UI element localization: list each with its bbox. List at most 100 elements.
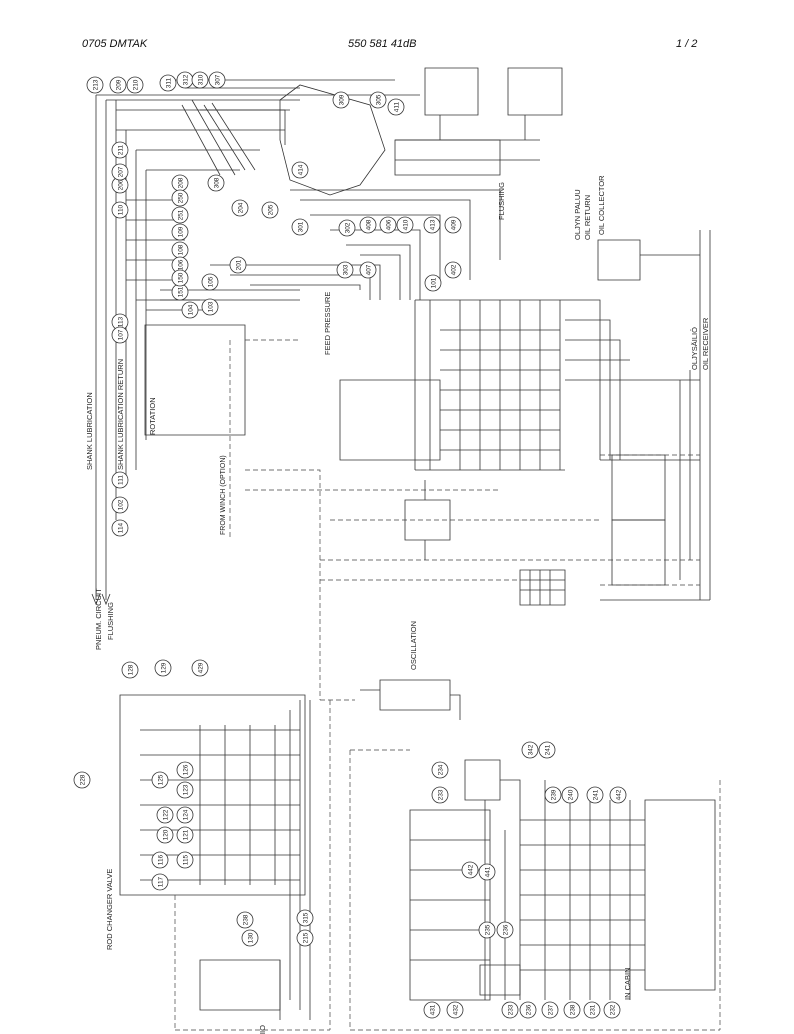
bubble-number: 342 bbox=[527, 744, 534, 755]
bubble-circle bbox=[359, 216, 377, 234]
bubble-circle bbox=[181, 301, 199, 319]
label-rod-changer-valve: ROD CHANGER VALVE bbox=[105, 869, 114, 950]
bubble-number: 232 bbox=[609, 1004, 616, 1015]
bubble-circle bbox=[171, 189, 189, 207]
bubble-circle bbox=[296, 929, 314, 947]
bubble-circle bbox=[336, 261, 354, 279]
bubble-circle bbox=[296, 909, 314, 927]
reference-bubble: 228 bbox=[73, 771, 91, 789]
bubble-number: 307 bbox=[214, 74, 221, 85]
bubble-number: 117 bbox=[157, 876, 164, 887]
reference-bubble: 208 bbox=[171, 174, 189, 192]
bubble-circle bbox=[156, 806, 174, 824]
bubble-number: 104 bbox=[187, 304, 194, 315]
bubble-circle bbox=[126, 76, 144, 94]
bubble-circle bbox=[111, 519, 129, 537]
bubble-number: 109 bbox=[177, 226, 184, 237]
bubble-number: 410 bbox=[402, 219, 409, 230]
bubble-circle bbox=[291, 161, 309, 179]
bubble-number: 150 bbox=[177, 272, 184, 283]
bubble-number: 102 bbox=[117, 499, 124, 510]
bubble-number: 128 bbox=[127, 664, 134, 675]
bubble-circle bbox=[86, 76, 104, 94]
reference-bubble: 238 bbox=[236, 911, 254, 929]
bubble-number: 111 bbox=[117, 475, 124, 485]
header-page-number: 1 / 2 bbox=[676, 38, 698, 50]
label-oscillation: OSCILLATION bbox=[409, 621, 418, 670]
bubble-number: 238 bbox=[242, 914, 249, 925]
bubble-number: 241 bbox=[544, 744, 551, 755]
label-flushing-left: FLUSHING bbox=[106, 602, 115, 640]
bubble-number: 234 bbox=[437, 764, 444, 775]
reference-bubble: 232 bbox=[603, 1001, 621, 1019]
bubble-circle bbox=[444, 261, 462, 279]
bubble-number: 113 bbox=[117, 316, 124, 327]
reference-bubble: 102 bbox=[111, 496, 129, 514]
bubble-number: 411 bbox=[393, 101, 400, 112]
bubble-number: 101 bbox=[430, 277, 437, 288]
reference-bubble: 409 bbox=[444, 216, 462, 234]
reference-bubble: 241 bbox=[586, 786, 604, 804]
bubble-circle bbox=[159, 74, 177, 92]
reference-bubble: 303 bbox=[336, 261, 354, 279]
bubble-number: 122 bbox=[162, 809, 169, 820]
label-flushing-top: FLUSHING bbox=[497, 182, 506, 220]
bubble-number: 215 bbox=[302, 932, 309, 943]
reference-bubble: 307 bbox=[208, 71, 226, 89]
bubble-number: 409 bbox=[450, 219, 457, 230]
bubble-number: 235 bbox=[484, 924, 491, 935]
header-drawing-number: 550 581 41dB bbox=[348, 38, 417, 50]
bubble-circle bbox=[191, 659, 209, 677]
bubble-circle bbox=[431, 786, 449, 804]
bubble-circle bbox=[521, 741, 539, 759]
bubble-number: 406 bbox=[385, 219, 392, 230]
reference-bubble: 236 bbox=[496, 921, 514, 939]
reference-bubble: 431 bbox=[423, 1001, 441, 1019]
reference-bubble: 115 bbox=[176, 851, 194, 869]
bubble-circle bbox=[423, 1001, 441, 1019]
bubble-circle bbox=[156, 826, 174, 844]
bubble-number: 121 bbox=[182, 829, 189, 840]
bubble-number: 442 bbox=[615, 789, 622, 800]
bubble-circle bbox=[176, 851, 194, 869]
reference-bubble: 414 bbox=[291, 161, 309, 179]
bubble-number: 110 bbox=[117, 204, 124, 215]
reference-bubble: 104 bbox=[181, 301, 199, 319]
bubble-number: 114 bbox=[117, 522, 124, 533]
bubble-circle bbox=[111, 201, 129, 219]
reference-bubble: 231 bbox=[583, 1001, 601, 1019]
bubble-number: 103 bbox=[207, 301, 214, 312]
bubble-number: 407 bbox=[365, 264, 372, 275]
reference-bubble: 429 bbox=[191, 659, 209, 677]
reference-bubble: 236 bbox=[519, 1001, 537, 1019]
bubble-circle bbox=[603, 1001, 621, 1019]
bubble-number: 108 bbox=[177, 244, 184, 255]
reference-bubble: 309 bbox=[332, 91, 350, 109]
bubble-number: 107 bbox=[117, 329, 124, 340]
bubble-circle bbox=[154, 659, 172, 677]
bubble-circle bbox=[151, 851, 169, 869]
reference-bubble: 124 bbox=[176, 806, 194, 824]
label-oil-collector: OIL COLLECTOR bbox=[597, 175, 606, 235]
bubble-circle bbox=[236, 911, 254, 929]
reference-bubble: 204 bbox=[231, 199, 249, 217]
bubble-circle bbox=[241, 929, 259, 947]
bubble-circle bbox=[201, 273, 219, 291]
reference-bubble: 234 bbox=[431, 761, 449, 779]
bubble-number: 201 bbox=[235, 259, 242, 270]
bubble-number: 241 bbox=[592, 789, 599, 800]
reference-bubble: 402 bbox=[444, 261, 462, 279]
reference-bubble: 215 bbox=[296, 929, 314, 947]
bubble-circle bbox=[446, 1001, 464, 1019]
reference-bubble: 116 bbox=[151, 851, 169, 869]
bubble-circle bbox=[73, 771, 91, 789]
bubble-number: 239 bbox=[550, 789, 557, 800]
bubble-number: 310 bbox=[197, 74, 204, 85]
reference-bubble: 240 bbox=[561, 786, 579, 804]
bubble-number: 106 bbox=[177, 259, 184, 270]
reference-bubble: 251 bbox=[171, 206, 189, 224]
label-pneum-circuit: PNEUM. CIRCUIT bbox=[94, 588, 103, 650]
bubble-number: 126 bbox=[182, 764, 189, 775]
bubble-number: 210 bbox=[132, 79, 139, 90]
bubble-number: 442 bbox=[467, 864, 474, 875]
